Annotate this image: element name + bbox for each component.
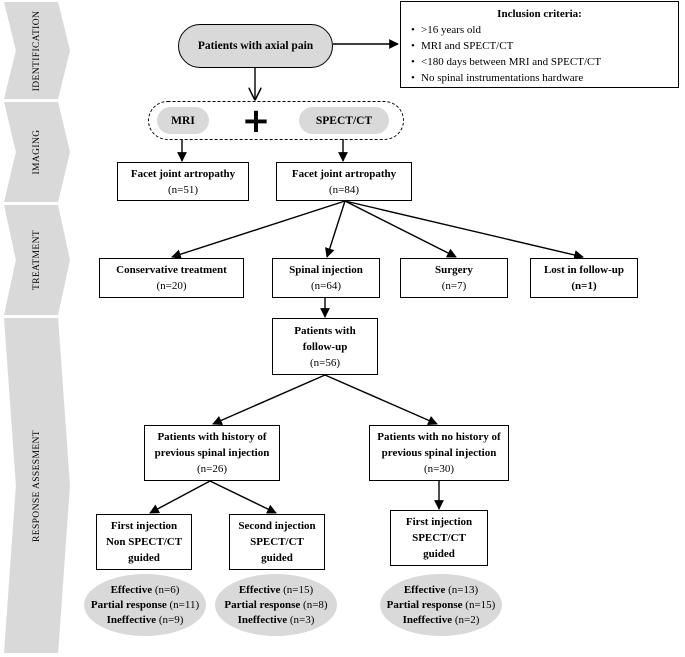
no-history-line2: previous spinal injection xyxy=(381,447,497,459)
outcome-oval-first-non-spect: Effective (n=6) Partial response (n=11) … xyxy=(84,574,206,636)
outcome-label-effective: Effective xyxy=(403,583,446,596)
lost-label: Lost in follow-up xyxy=(543,264,625,276)
first-spect-line2: SPECT/CT xyxy=(412,532,466,544)
inclusion-criteria-box: Inclusion criteria: >16 years old MRI an… xyxy=(400,1,679,88)
outcome-count-partial: (n=11) xyxy=(169,598,200,611)
surgery-box: Surgery (n=7) xyxy=(400,258,508,298)
inclusion-item: <180 days between MRI and SPECT/CT xyxy=(411,54,670,70)
first-non-line3: guided xyxy=(128,552,160,564)
history-line1: Patients with history of xyxy=(157,431,267,443)
facet-mri-label: Facet joint artropathy xyxy=(130,167,236,180)
outcome-effective-row: Effective (n=6) xyxy=(111,583,180,598)
lost-count: (n=1) xyxy=(571,280,597,292)
mri-label: MRI xyxy=(171,114,195,127)
spect-ct-node: SPECT/CT xyxy=(299,107,389,134)
outcome-label-effective: Effective xyxy=(110,583,153,596)
spinal-injection-box: Spinal injection (n=64) xyxy=(272,258,380,298)
start-node-label: Patients with axial pain xyxy=(197,40,314,52)
outcome-count-effective: (n=15) xyxy=(283,583,314,596)
conservative-label: Conservative treatment xyxy=(116,264,227,276)
outcome-label-partial: Partial response xyxy=(224,598,301,611)
facet-spect-box: Facet joint artropathy (n=84) xyxy=(276,162,412,201)
conservative-count: (n=20) xyxy=(156,280,187,292)
outcome-partial-row: Partial response (n=15) xyxy=(387,598,496,613)
followup-line1: Patients with xyxy=(294,324,356,337)
first-non-line2: Non SPECT/CT xyxy=(105,536,183,548)
arrow-followup-to-nohistory xyxy=(324,374,438,425)
arrow-facet-to-conservative xyxy=(171,200,346,259)
history-line2: previous spinal injection xyxy=(154,447,270,459)
outcome-label-partial: Partial response xyxy=(90,598,167,611)
outcome-count-partial: (n=8) xyxy=(303,598,328,611)
arrow-followup-to-history xyxy=(212,374,326,425)
outcome-label-partial: Partial response xyxy=(386,598,463,611)
arrow-history-to-first xyxy=(149,480,211,514)
plus-sign: + xyxy=(238,104,274,138)
followup-box: Patients with follow-up (n=56) xyxy=(272,318,378,375)
facet-spect-label: Facet joint artropathy xyxy=(291,167,397,180)
outcome-label-ineffective: Ineffective xyxy=(237,613,288,626)
inclusion-criteria-list: >16 years old MRI and SPECT/CT <180 days… xyxy=(409,22,670,86)
no-history-line1: Patients with no history of xyxy=(377,431,501,443)
injection-label: Spinal injection xyxy=(289,264,363,276)
spect-ct-label: SPECT/CT xyxy=(315,114,373,127)
arrow-facet-to-surgery xyxy=(344,200,457,258)
second-line3: guided xyxy=(261,552,293,564)
first-injection-non-spect-box: First injection Non SPECT/CT guided xyxy=(96,514,192,570)
surgery-label: Surgery xyxy=(435,264,473,276)
facet-mri-box: Facet joint artropathy (n=51) xyxy=(117,162,249,201)
outcome-effective-row: Effective (n=13) xyxy=(404,583,478,598)
facet-mri-count: (n=51) xyxy=(167,183,199,196)
injection-count: (n=64) xyxy=(310,280,342,292)
facet-spect-count: (n=84) xyxy=(328,183,360,196)
no-history-count: (n=30) xyxy=(423,463,455,475)
outcome-effective-row: Effective (n=15) xyxy=(239,583,313,598)
second-line2: SPECT/CT xyxy=(250,536,304,548)
conservative-treatment-box: Conservative treatment (n=20) xyxy=(99,258,244,298)
outcome-ineffective-row: Ineffective (n=9) xyxy=(107,613,184,628)
imaging-group xyxy=(148,101,404,140)
outcome-count-partial: (n=15) xyxy=(465,598,496,611)
inclusion-item: >16 years old xyxy=(411,22,670,38)
arrow-facet-to-injection xyxy=(325,200,346,258)
inclusion-item: No spinal instrumentations hardware xyxy=(411,70,670,86)
no-history-box: Patients with no history of previous spi… xyxy=(369,425,509,481)
arrow-history-to-second xyxy=(209,480,277,514)
outcome-count-effective: (n=13) xyxy=(448,583,479,596)
history-count: (n=26) xyxy=(196,463,228,475)
mri-node: MRI xyxy=(157,107,209,134)
inclusion-criteria-title: Inclusion criteria: xyxy=(497,8,582,20)
outcome-partial-row: Partial response (n=11) xyxy=(91,598,199,613)
outcome-count-ineffective: (n=3) xyxy=(289,613,315,626)
start-node: Patients with axial pain xyxy=(178,24,333,68)
plus-label: + xyxy=(241,101,271,141)
outcome-oval-first-spect: Effective (n=13) Partial response (n=15)… xyxy=(380,574,502,636)
outcome-count-ineffective: (n=2) xyxy=(454,613,480,626)
outcome-count-effective: (n=6) xyxy=(154,583,180,596)
outcome-count-ineffective: (n=9) xyxy=(158,613,184,626)
second-injection-spect-box: Second injection SPECT/CT guided xyxy=(229,514,325,570)
followup-line2: follow-up xyxy=(302,340,348,353)
history-box: Patients with history of previous spinal… xyxy=(144,425,280,481)
outcome-ineffective-row: Ineffective (n=2) xyxy=(403,613,480,628)
followup-count: (n=56) xyxy=(309,356,341,369)
arrow-facet-to-lost xyxy=(344,200,584,260)
first-spect-line1: First injection xyxy=(405,516,473,528)
outcome-oval-second-spect: Effective (n=15) Partial response (n=8) … xyxy=(215,574,337,636)
second-line1: Second injection xyxy=(238,520,316,532)
first-spect-line3: guided xyxy=(423,548,455,560)
outcome-label-ineffective: Ineffective xyxy=(106,613,157,626)
inclusion-item: MRI and SPECT/CT xyxy=(411,38,670,54)
outcome-label-effective: Effective xyxy=(238,583,281,596)
outcome-partial-row: Partial response (n=8) xyxy=(224,598,327,613)
outcome-label-ineffective: Ineffective xyxy=(402,613,453,626)
outcome-ineffective-row: Ineffective (n=3) xyxy=(238,613,315,628)
lost-followup-box: Lost in follow-up (n=1) xyxy=(530,258,638,298)
first-non-line1: First injection xyxy=(110,520,178,532)
surgery-count: (n=7) xyxy=(441,280,467,292)
first-injection-spect-box: First injection SPECT/CT guided xyxy=(390,510,488,566)
